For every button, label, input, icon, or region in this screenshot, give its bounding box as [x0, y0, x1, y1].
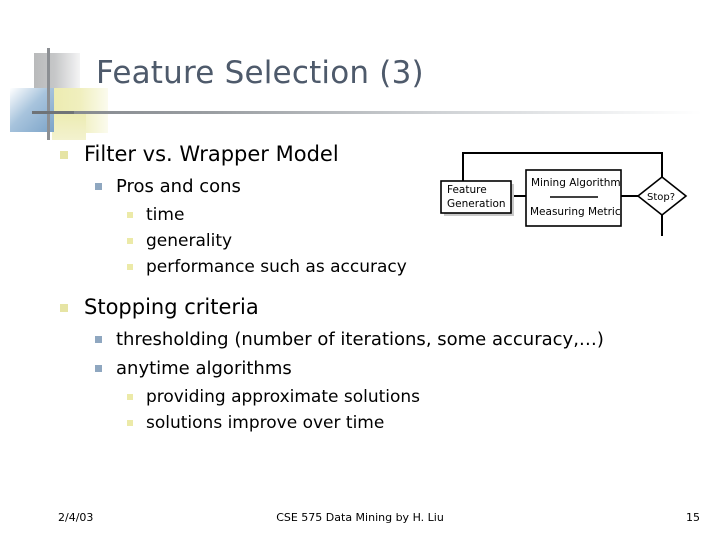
bullet-level2-pros-and-cons: Pros and cons [95, 174, 720, 199]
bullet-level2-anytime-algorithms: anytime algorithms [95, 356, 720, 381]
node-feature-generation-line1: Feature [447, 184, 487, 196]
bullet-label: time [146, 205, 185, 225]
bullet-label: Stopping criteria [84, 295, 259, 319]
bullet-level3-performance-such-as-accuracy: performance such as accuracy [127, 255, 720, 279]
decor-vertical-line [47, 48, 50, 140]
bullet-label: thresholding (number of iterations, some… [116, 329, 604, 350]
page-title: Feature Selection (3) [96, 55, 424, 91]
node-feature-generation-line2: Generation [447, 198, 506, 210]
bullet-level1-stopping-criteria: Stopping criteria [60, 293, 720, 321]
decor-horizontal-line-stub [32, 111, 74, 114]
decor-yellow-tail-icon [52, 112, 86, 140]
bullet-level3-generality: generality [127, 229, 720, 253]
bullet-marker-icon [95, 183, 102, 190]
bullet-marker-icon [127, 420, 133, 426]
bullet-level3-time: time [127, 203, 720, 227]
bullet-marker-icon [60, 304, 68, 312]
decor-blue-square-icon [10, 88, 54, 132]
node-measuring-metric: Measuring Metric [530, 206, 621, 218]
bullet-marker-icon [60, 151, 68, 159]
bullet-label: solutions improve over time [146, 413, 385, 433]
footer-date: 2/4/03 [58, 511, 94, 524]
bullet-label: anytime algorithms [116, 358, 292, 379]
bullet-marker-icon [95, 365, 102, 372]
bullet-label: providing approximate solutions [146, 387, 421, 407]
footer-page-number: 15 [686, 511, 700, 524]
bullet-label: performance such as accuracy [146, 257, 407, 277]
bullet-marker-icon [127, 238, 133, 244]
bullet-marker-icon [95, 336, 102, 343]
bullet-level3-solutions-improve-over-time: solutions improve over time [127, 411, 720, 435]
feature-selection-process-flowchart: Feature Generation Mining Algorithm Meas… [438, 148, 714, 252]
node-stop: Stop? [647, 192, 675, 203]
node-mining-algorithm: Mining Algorithm [531, 177, 621, 189]
bullet-level1-filter-vs-wrapper-model: Filter vs. Wrapper Model [60, 140, 720, 168]
bullet-marker-icon [127, 264, 133, 270]
bullet-label: generality [146, 231, 233, 251]
bullet-marker-icon [127, 394, 133, 400]
title-underline-rule [74, 111, 702, 114]
footer-course-title: CSE 575 Data Mining by H. Liu [276, 511, 444, 524]
bullet-marker-icon [127, 212, 133, 218]
bullet-label: Filter vs. Wrapper Model [84, 142, 339, 166]
slide-body: Filter vs. Wrapper Model Pros and cons t… [0, 140, 720, 437]
bullet-level3-providing-approximate-solutions: providing approximate solutions [127, 385, 720, 409]
bullet-label: Pros and cons [116, 176, 241, 197]
bullet-level2-thresholding: thresholding (number of iterations, some… [95, 327, 720, 352]
